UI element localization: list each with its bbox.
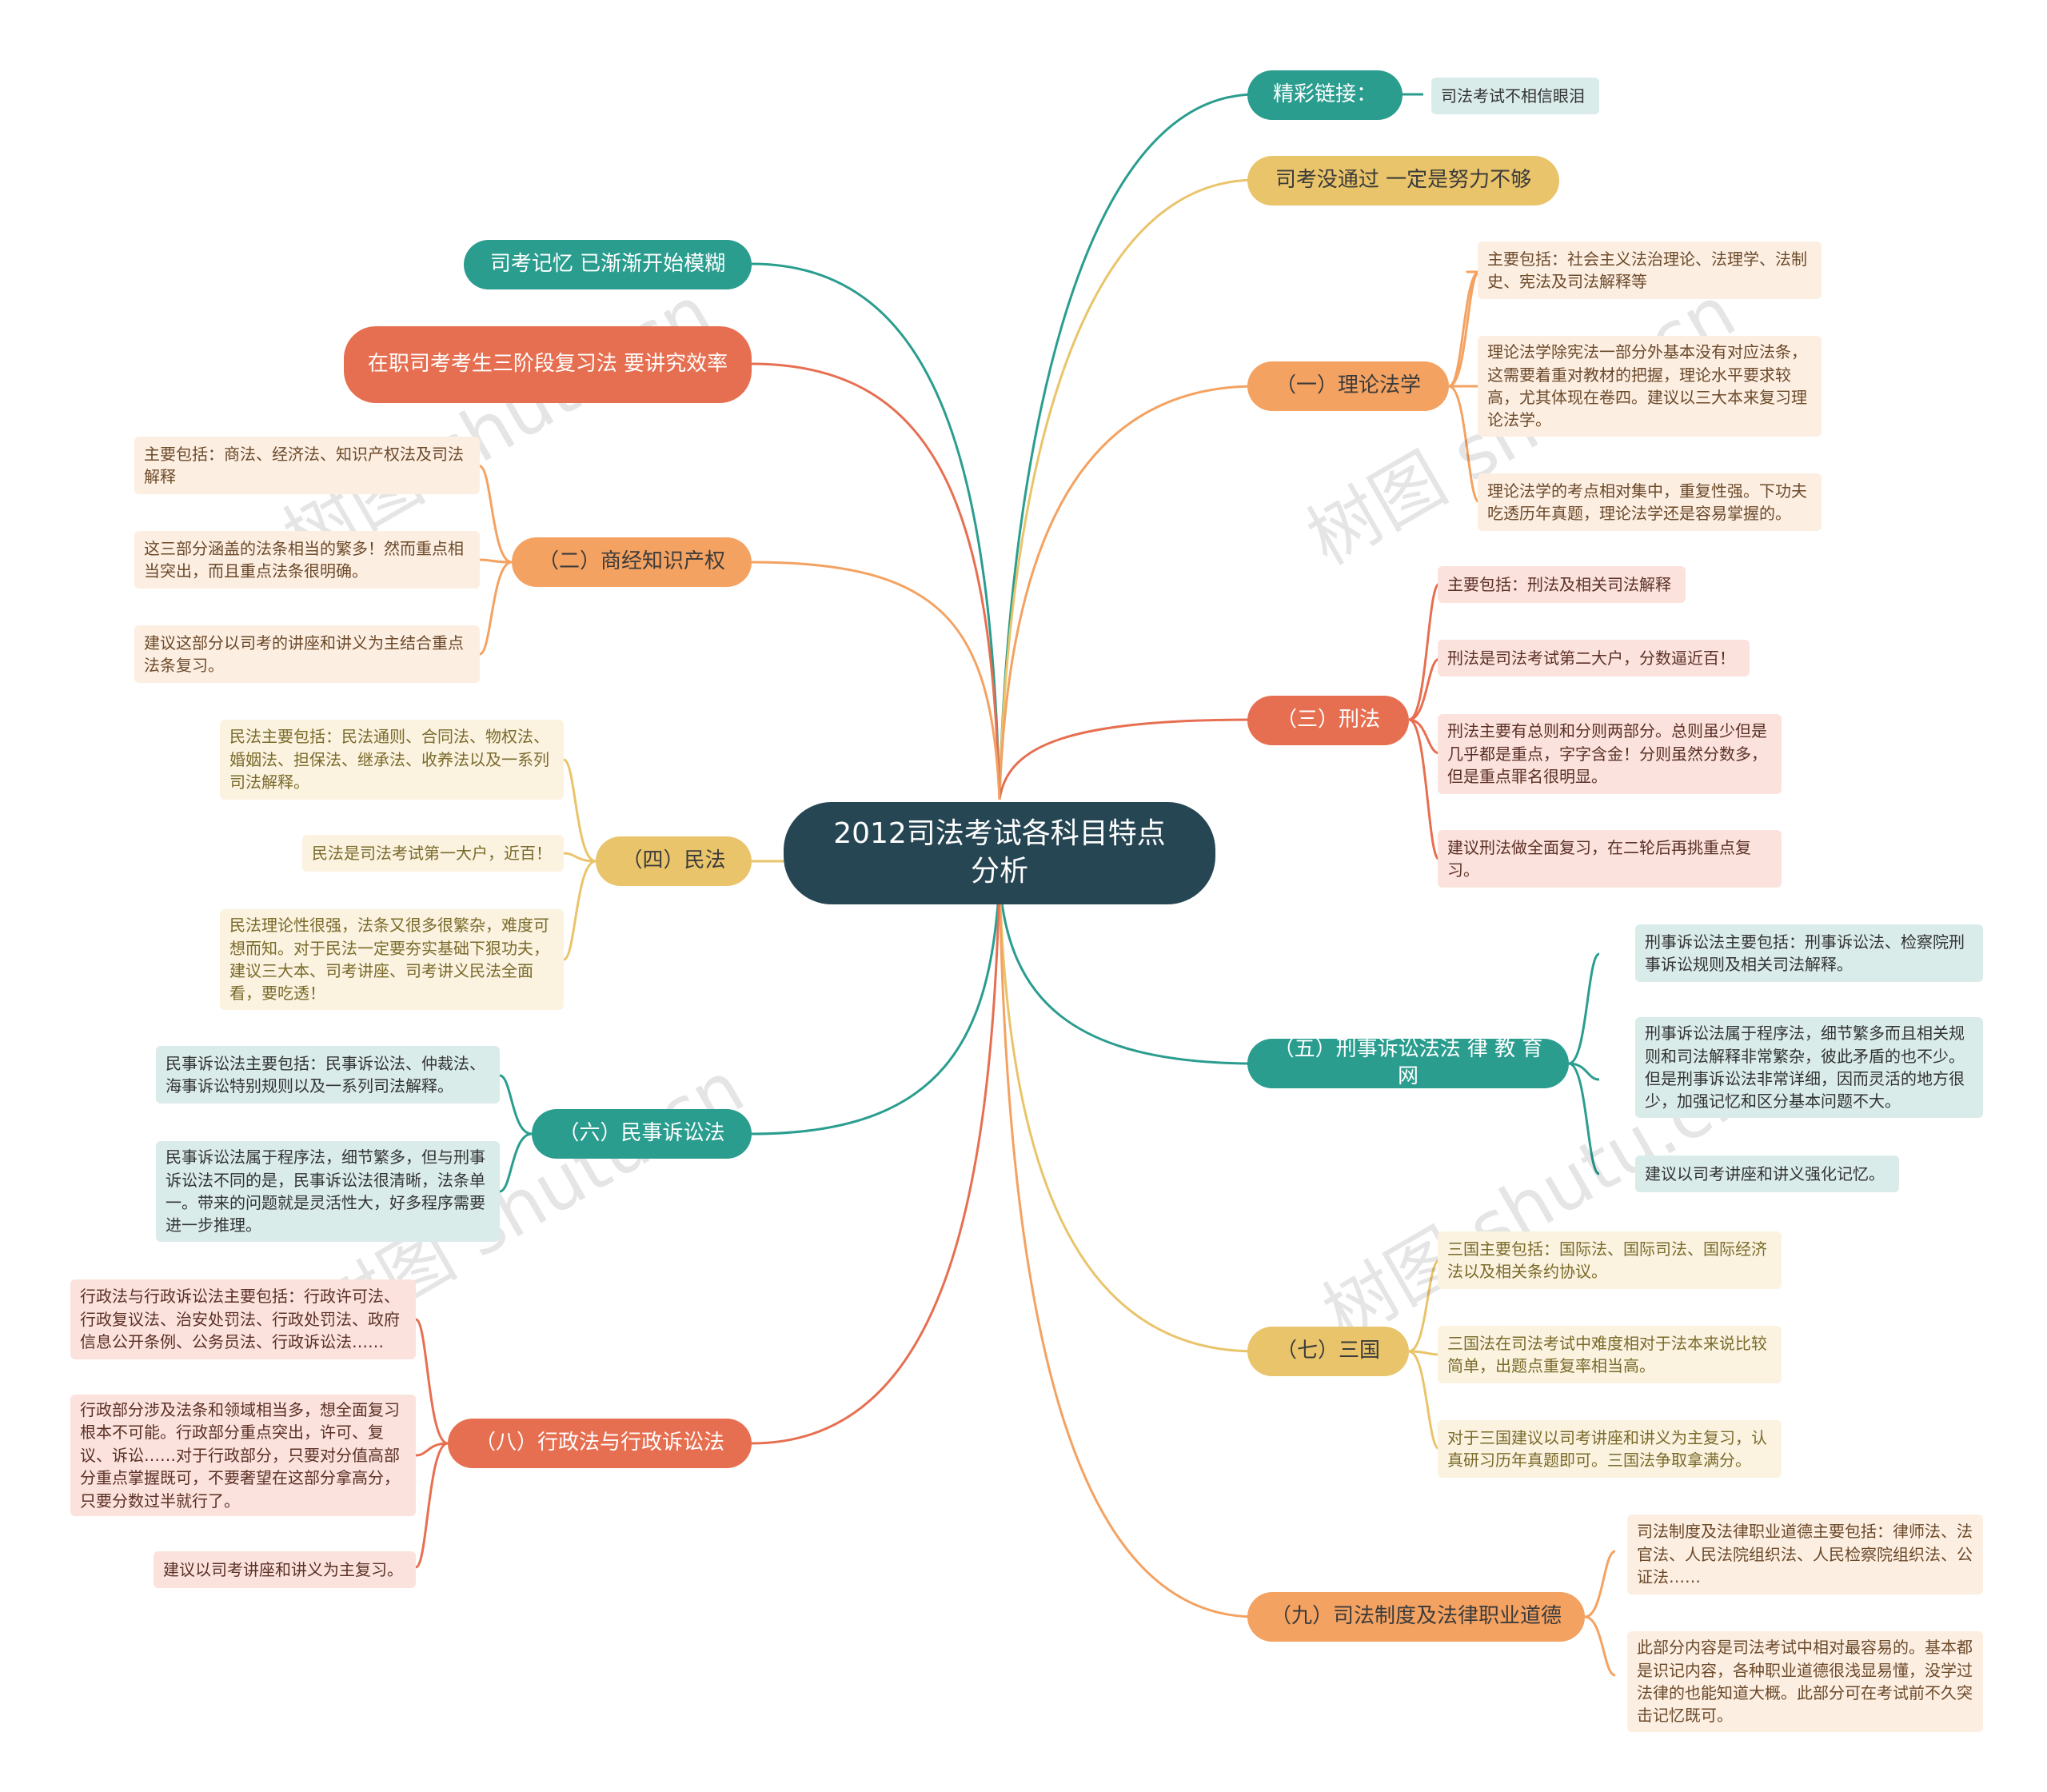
branch-xingsu[interactable]: （五）刑事诉讼法法 律 教 育 网 [1247,1037,1569,1088]
leaf-text: 刑事诉讼法主要包括：刑事诉讼法、检察院刑事诉讼规则及相关司法解释。 [1645,932,1965,974]
branch-label: （二）商经知识产权 [537,549,725,574]
leaf-text: 理论法学除宪法一部分外基本没有对应法条，这需要着重对教材的把握，理论水平要求较高… [1487,342,1807,430]
branch-label: （五）刑事诉讼法法 律 教 育 网 [1273,1037,1543,1088]
root-node[interactable]: 2012司法考试各科目特点分析 [784,802,1215,904]
branch-label: （四）民法 [621,848,726,873]
branch-jiyi[interactable]: 司考记忆 已渐渐开始模糊 [464,240,752,289]
leaf-text: 刑事诉讼法属于程序法，细节繁多而且相关规则和司法解释非常繁杂，彼此矛盾的也不少。… [1645,1024,1965,1112]
leaf-text: 建议以司考讲座和讲义强化记忆。 [1645,1163,1885,1183]
branch-label: （七）三国 [1275,1339,1380,1363]
branch-xingfa[interactable]: （三）刑法 [1247,696,1409,745]
leaf-text: 三国主要包括：国际法、国际司法、国际经济法以及相关条约协议。 [1447,1239,1767,1281]
leaf-lilun-3: 理论法学的考点相对集中，重复性强。下功夫吃透历年真题，理论法学还是容易掌握的。 [1478,473,1822,531]
branch-sifa-zhidu[interactable]: （九）司法制度及法律职业道德 [1247,1592,1585,1642]
leaf-sifa-1: 司法制度及法律职业道德主要包括：律师法、法官法、人民法院组织法、人民检察院组织法… [1627,1515,1983,1594]
leaf-text: 三国法在司法考试中难度相对于法本来说比较简单，出题点重复率相当高。 [1447,1333,1767,1375]
leaf-text: 这三部分涵盖的法条相当的繁多！然而重点相当突出，而且重点法条很明确。 [144,538,464,581]
leaf-link[interactable]: 司法考试不相信眼泪 [1431,78,1599,114]
leaf-text: 此部分内容是司法考试中相对最容易的。基本都是识记内容，各种职业道德很浅显易懂，没… [1637,1638,1973,1726]
leaf-text: 理论法学的考点相对集中，重复性强。下功夫吃透历年真题，理论法学还是容易掌握的。 [1487,481,1807,523]
leaf-text: 建议这部分以司考的讲座和讲义为主结合重点法条复习。 [144,633,464,675]
leaf-text: 民事诉讼法属于程序法，细节繁多，但与刑事诉讼法不同的是，民事诉讼法很清晰，法条单… [166,1147,485,1235]
leaf-text: 民法理论性很强，法条又很多很繁杂，难度可想而知。对于民法一定要夯实基础下狠功夫，… [229,916,549,1004]
leaf-xingsu-3: 建议以司考讲座和讲义强化记忆。 [1635,1155,1899,1192]
leaf-lilun-2: 理论法学除宪法一部分外基本没有对应法条，这需要着重对教材的把握，理论水平要求较高… [1478,336,1822,437]
leaf-text: 建议刑法做全面复习，在二轮后再挑重点复习。 [1447,837,1751,880]
leaf-sifa-2: 此部分内容是司法考试中相对最容易的。基本都是识记内容，各种职业道德很浅显易懂，没… [1627,1631,1983,1732]
leaf-minsu-1: 民事诉讼法主要包括：民事诉讼法、仲裁法、海事诉讼特别规则以及一系列司法解释。 [156,1046,500,1104]
branch-minfa[interactable]: （四）民法 [596,836,752,886]
leaf-xingsu-2: 刑事诉讼法属于程序法，细节繁多而且相关规则和司法解释非常繁杂，彼此矛盾的也不少。… [1635,1017,1983,1118]
leaf-text: 民法主要包括：民法通则、合同法、物权法、婚姻法、担保法、继承法、收养法以及一系列… [229,727,549,792]
leaf-text: 民事诉讼法主要包括：民事诉讼法、仲裁法、海事诉讼特别规则以及一系列司法解释。 [166,1053,485,1096]
branch-label: （九）司法制度及法律职业道德 [1270,1604,1562,1629]
branch-label: 精彩链接： [1272,82,1377,107]
leaf-text: 司法制度及法律职业道德主要包括：律师法、法官法、人民法院组织法、人民检察院组织法… [1637,1522,1973,1587]
leaf-text: 主要包括：社会主义法治理论、法理学、法制史、宪法及司法解释等 [1487,249,1807,291]
leaf-text: 行政法与行政诉讼法主要包括：行政许可法、行政复议法、治安处罚法、行政处罚法、政府… [80,1287,400,1352]
branch-lilun[interactable]: （一）理论法学 [1247,361,1449,411]
branch-label: 司考没通过 一定是努力不够 [1275,168,1532,193]
leaf-xingfa-3: 刑法主要有总则和分则两部分。总则虽少但是几乎都是重点，字字含金！分则虽然分数多，… [1438,714,1782,794]
branch-mei-tongguo[interactable]: 司考没通过 一定是努力不够 [1247,156,1559,206]
root-label: 2012司法考试各科目特点分析 [833,817,1166,888]
leaf-xingfa-1: 主要包括：刑法及相关司法解释 [1438,566,1686,603]
branch-sanguo[interactable]: （七）三国 [1247,1327,1409,1376]
branch-zaizhi[interactable]: 在职司考考生三阶段复习法 要讲究效率 [344,326,752,403]
branch-label: 在职司考考生三阶段复习法 要讲究效率 [367,352,728,377]
leaf-sanguo-3: 对于三国建议以司考讲座和讲义为主复习，认真研习历年真题即可。三国法争取拿满分。 [1438,1420,1782,1478]
leaf-text: 主要包括：刑法及相关司法解释 [1447,574,1671,594]
leaf-text: 民法是司法考试第一大户，近百！ [312,843,552,863]
branch-xingzheng[interactable]: （八）行政法与行政诉讼法 [448,1419,752,1468]
leaf-xingzheng-2: 行政部分涉及法条和领域相当多，想全面复习根本不可能。行政部分重点突出，许可、复议… [70,1395,416,1516]
leaf-xingfa-2: 刑法是司法考试第二大户，分数逼近百！ [1438,640,1750,676]
branch-label: （三）刑法 [1275,708,1380,732]
leaf-shangjing-3: 建议这部分以司考的讲座和讲义为主结合重点法条复习。 [134,625,480,683]
leaf-xingfa-4: 建议刑法做全面复习，在二轮后再挑重点复习。 [1438,830,1782,888]
leaf-minfa-3: 民法理论性很强，法条又很多很繁杂，难度可想而知。对于民法一定要夯实基础下狠功夫，… [220,909,564,1010]
leaf-minfa-2: 民法是司法考试第一大户，近百！ [302,835,564,872]
leaf-shangjing-2: 这三部分涵盖的法条相当的繁多！然而重点相当突出，而且重点法条很明确。 [134,531,480,589]
leaf-shangjing-1: 主要包括：商法、经济法、知识产权法及司法解释 [134,437,480,494]
leaf-text: 司法考试不相信眼泪 [1441,86,1585,106]
branch-label: （一）理论法学 [1275,373,1421,398]
leaf-text: 建议以司考讲座和讲义为主复习。 [163,1559,403,1579]
leaf-text: 刑法主要有总则和分则两部分。总则虽少但是几乎都是重点，字字含金！分则虽然分数多，… [1447,721,1767,787]
leaf-xingsu-1: 刑事诉讼法主要包括：刑事诉讼法、检察院刑事诉讼规则及相关司法解释。 [1635,924,1983,982]
branch-shangjing[interactable]: （二）商经知识产权 [512,537,752,587]
branch-label: （八）行政法与行政诉讼法 [474,1431,724,1455]
leaf-text: 行政部分涉及法条和领域相当多，想全面复习根本不可能。行政部分重点突出，许可、复议… [80,1400,400,1511]
branch-label: （六）民事诉讼法 [558,1121,725,1146]
leaf-text: 主要包括：商法、经济法、知识产权法及司法解释 [144,444,464,486]
leaf-sanguo-1: 三国主要包括：国际法、国际司法、国际经济法以及相关条约协议。 [1438,1231,1782,1289]
leaf-minsu-2: 民事诉讼法属于程序法，细节繁多，但与刑事诉讼法不同的是，民事诉讼法很清晰，法条单… [156,1141,500,1242]
leaf-xingzheng-1: 行政法与行政诉讼法主要包括：行政许可法、行政复议法、治安处罚法、行政处罚法、政府… [70,1279,416,1359]
leaf-text: 刑法是司法考试第二大户，分数逼近百！ [1447,648,1735,668]
leaf-lilun-1: 主要包括：社会主义法治理论、法理学、法制史、宪法及司法解释等 [1478,241,1822,299]
branch-label: 司考记忆 已渐渐开始模糊 [489,252,726,277]
branch-jingcai[interactable]: 精彩链接： [1247,70,1403,120]
leaf-xingzheng-3: 建议以司考讲座和讲义为主复习。 [154,1551,416,1588]
branch-minsu[interactable]: （六）民事诉讼法 [532,1109,752,1159]
leaf-sanguo-2: 三国法在司法考试中难度相对于法本来说比较简单，出题点重复率相当高。 [1438,1326,1782,1383]
leaf-minfa-1: 民法主要包括：民法通则、合同法、物权法、婚姻法、担保法、继承法、收养法以及一系列… [220,720,564,800]
leaf-text: 对于三国建议以司考讲座和讲义为主复习，认真研习历年真题即可。三国法争取拿满分。 [1447,1427,1767,1470]
